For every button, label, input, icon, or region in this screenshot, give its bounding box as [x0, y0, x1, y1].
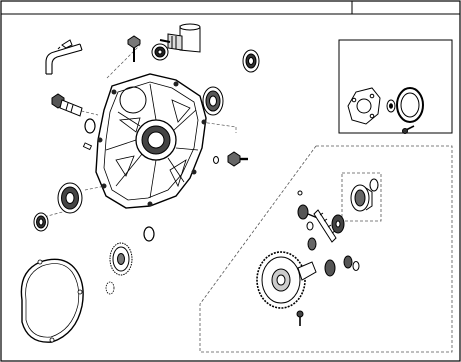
large-gear [256, 251, 317, 309]
clutch-plate [347, 87, 381, 125]
breather-hose [45, 43, 83, 75]
screw-small [402, 125, 415, 134]
oil-filter-cartridge [159, 23, 201, 53]
bearing-right [202, 86, 224, 116]
sprocket-small [331, 214, 345, 234]
gasket [20, 258, 84, 343]
washer-right [213, 156, 219, 164]
oil-seal-top [151, 43, 169, 61]
bolt-bottom [296, 310, 304, 326]
dowel-pin [82, 142, 93, 151]
drain-bolt [227, 151, 248, 167]
bearing-lower-left [57, 182, 83, 214]
spacer-ring [105, 281, 115, 295]
driven-gear [109, 242, 133, 276]
thrust-washer [386, 99, 396, 113]
hex-bolt-top [127, 35, 141, 62]
idler-gear-shaft [297, 190, 321, 231]
inset-box-dashed [341, 172, 382, 222]
ring-gear [396, 87, 424, 123]
oil-seal-lower-left [33, 212, 49, 232]
o-ring-lower [143, 226, 155, 242]
inset-box-top [338, 39, 453, 134]
hose-clip [57, 39, 73, 50]
crankcase-cover [95, 73, 207, 209]
pinion-gear [307, 237, 336, 277]
snap-ring [369, 178, 379, 192]
starter-shaft [51, 93, 83, 117]
oil-seal-right [242, 49, 260, 73]
inset-region-dashed [199, 145, 453, 353]
drive-chain [313, 209, 337, 243]
nut-small [343, 255, 360, 271]
clutch-hub [350, 184, 373, 212]
o-ring-left [84, 118, 96, 134]
